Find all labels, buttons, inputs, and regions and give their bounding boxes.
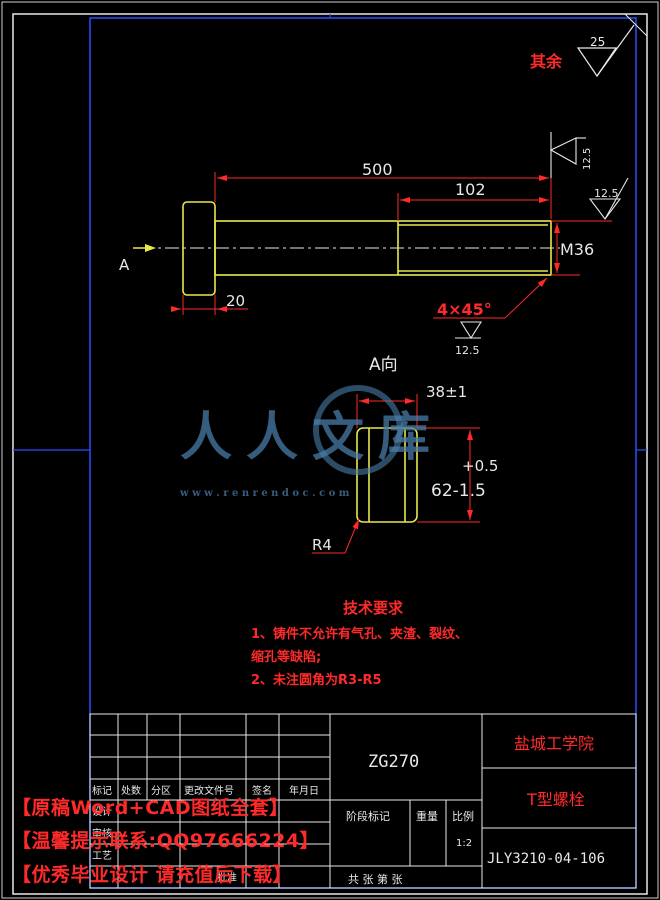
dimension-62 [417,427,480,523]
title-block [89,713,637,889]
tb-sheet-info: 共 张 第 张 [348,872,403,886]
roughness-rest-value: 25 [590,35,605,49]
tb-scale-label: 比例 [452,809,474,823]
view-arrow-head [145,244,156,252]
tb-process: 工艺 [92,850,112,862]
roughness-top-value: 12.5 [582,148,593,170]
tb-header-date: 年月日 [289,784,319,797]
tb-scale-value: 1:2 [456,838,472,849]
tech-title: 技术要求 [343,599,404,617]
dimension-20 [171,295,248,315]
tb-approve: 批准 [217,871,237,884]
tb-header-marks: 标记 [92,785,112,797]
tb-header-count: 处数 [121,784,141,797]
roughness-rest-symbol [576,24,635,78]
watermark: 人人文库 w w w . r e n r e n d o c . c o m [179,385,444,499]
roughness-right-value: 12.5 [594,187,619,200]
dim-total-length: 500 [362,160,393,179]
tb-part-name: T型螺栓 [526,790,585,809]
bolt-shank [214,220,552,276]
tb-checker: 审核 [92,827,112,840]
view-a-outline [356,427,418,523]
dimension-102 [397,193,549,221]
dim-head-length: 20 [226,292,245,310]
radius-label: R4 [312,536,332,554]
tb-header-zone: 分区 [151,785,171,797]
roughness-chamfer-value: 12.5 [455,344,480,357]
tb-designer: 设计 [92,805,112,818]
tb-school: 盐城工学院 [514,734,594,753]
overlay-line-3: 【优秀毕业设计 请充值后下载】 [12,864,293,886]
chamfer-leader [433,277,548,319]
watermark-url: w w w . r e n r e n d o c . c o m [179,488,350,499]
chamfer-label: 4×45° [437,300,492,319]
dim-height-main: 62-1.5 [431,481,486,501]
tb-header-sign: 签名 [252,784,272,797]
bolt-part [182,201,552,296]
tech-line2: 缩孔等缺陷; [251,649,321,665]
roughness-rest-label: 其余 [530,52,563,71]
tb-weight: 重量 [416,809,438,823]
roughness-chamfer-symbol [455,321,482,340]
watermark-logo [313,385,403,475]
view-arrow-label: A [119,256,130,274]
watermark-brand: 人人文库 [180,407,444,468]
roughness-right-symbol [551,177,629,222]
dim-thread-length: 102 [455,180,486,199]
dim-height-upper: +0.5 [462,457,498,475]
tb-drawing-number: JLY3210-04-106 [487,851,605,867]
tech-line3: 2、未注圆角为R3-R5 [251,672,382,688]
tb-stage-mark: 阶段标记 [346,809,390,823]
overlay-line-1: 【原稿Word+CAD图纸全套】 [12,797,289,819]
roughness-top-symbol [549,132,586,178]
tb-header-docno: 更改文件号 [184,784,234,797]
overlay-line-2: 【温馨提示联系:QQ97666224】 [12,830,320,852]
dim-width: 38±1 [426,383,467,401]
view-title: A向 [369,355,398,375]
radius-leader [312,518,360,554]
tech-line1: 1、铸件不允许有气孔、夹渣、裂纹、 [251,626,468,642]
dimension-500 [214,172,552,219]
thread-spec: M36 [560,240,594,259]
tb-material: ZG270 [368,752,419,772]
corner-mark [624,13,648,37]
